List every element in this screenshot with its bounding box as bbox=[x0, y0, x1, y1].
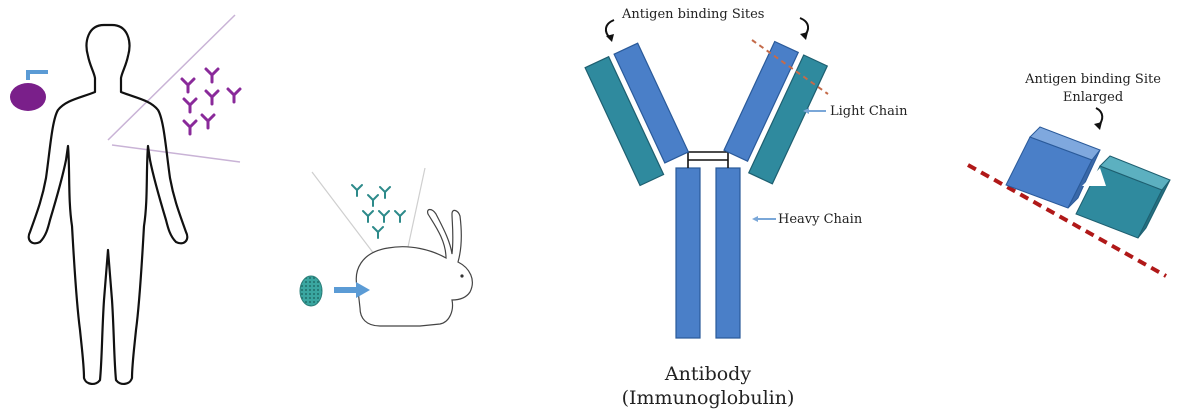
rabbit-antibody-cluster bbox=[352, 185, 405, 238]
heavy-chain-label: Heavy Chain bbox=[778, 212, 863, 227]
enlarged-label-line2: Enlarged bbox=[1063, 90, 1123, 105]
heavy-chain-left bbox=[676, 168, 700, 338]
enlarged-site-panel: Antigen binding Site Enlarged bbox=[968, 72, 1170, 276]
right-arm bbox=[720, 41, 828, 183]
light-chain-label: Light Chain bbox=[830, 104, 908, 119]
antigen-binding-sites-label: Antigen binding Sites bbox=[621, 7, 764, 22]
human-silhouette bbox=[29, 25, 188, 384]
heavy-chain-right bbox=[716, 168, 740, 338]
rabbit-panel bbox=[300, 168, 472, 326]
hinge-bridge bbox=[688, 152, 728, 168]
left-arm bbox=[585, 43, 693, 185]
antigen-oval-rabbit bbox=[300, 276, 322, 306]
antibody-panel: Antigen binding Sites Light Chain Heavy … bbox=[585, 7, 908, 409]
arrow-human bbox=[28, 72, 48, 80]
human-antibody-cluster bbox=[182, 69, 240, 134]
human-panel bbox=[10, 15, 240, 384]
enlarged-label-line1: Antigen binding Site bbox=[1024, 72, 1161, 87]
immunoglobulin-subtitle: (Immunoglobulin) bbox=[622, 387, 795, 409]
antigen-oval-human bbox=[10, 83, 46, 111]
antibody-title: Antibody bbox=[664, 363, 751, 385]
rabbit-eye bbox=[460, 274, 463, 277]
